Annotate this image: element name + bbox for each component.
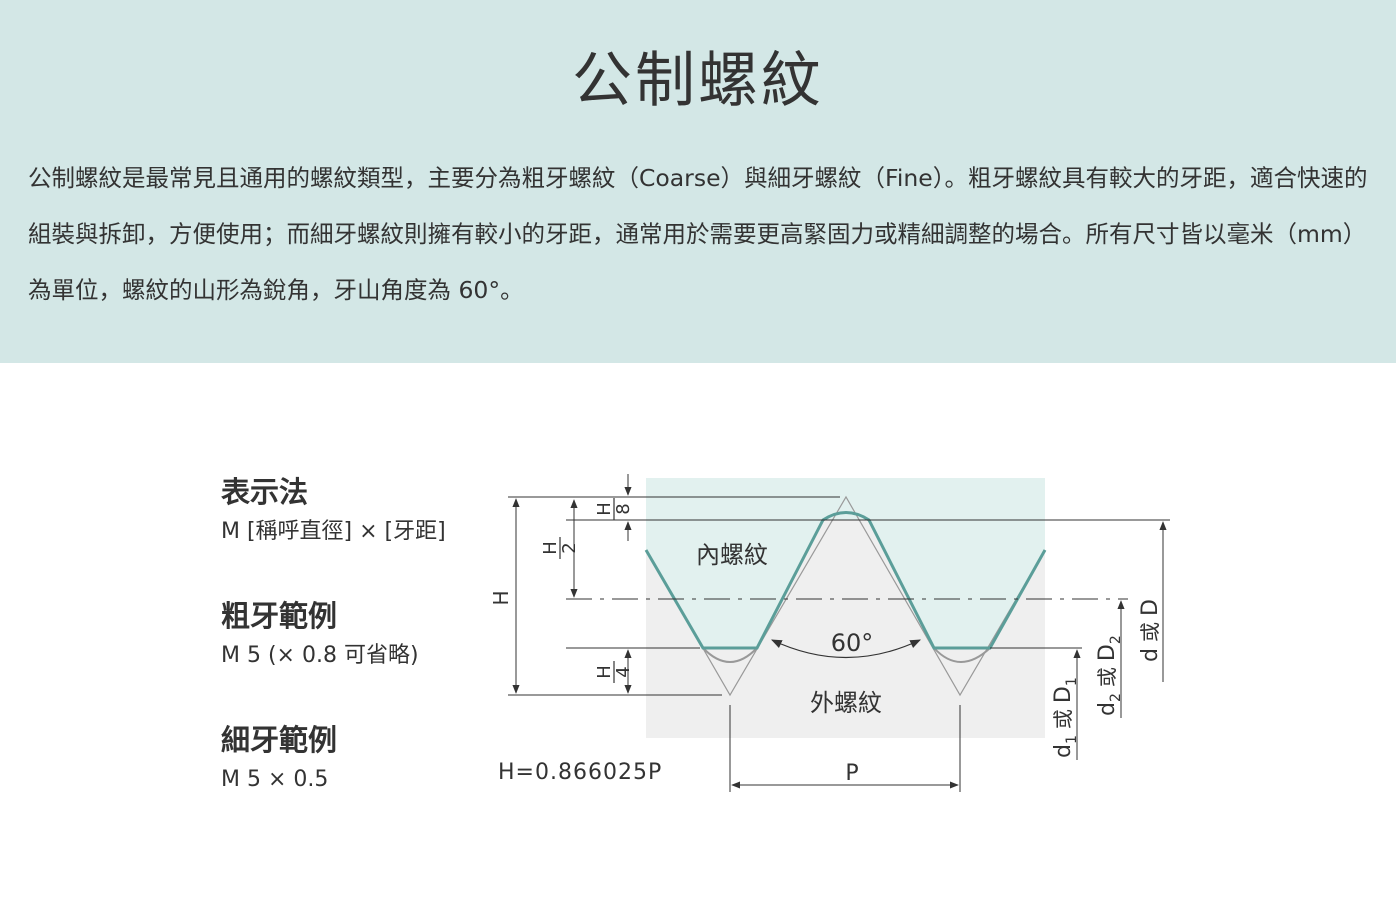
- thread-profile: [644, 511, 1047, 650]
- svg-text:8: 8: [613, 503, 634, 514]
- header-banner: 公制螺紋 公制螺紋是最常見且通用的螺紋類型，主要分為粗牙螺紋（Coarse）與細…: [0, 0, 1396, 363]
- page-title: 公制螺紋: [572, 46, 824, 116]
- svg-text:H: H: [540, 541, 561, 555]
- coarse-value: M 5 (× 0.8 可省略): [221, 643, 419, 668]
- legend-panel: 表示法 M [稱呼直徑] × [牙距] 粗牙範例 M 5 (× 0.8 可省略)…: [221, 470, 491, 842]
- svg-text:2: 2: [559, 542, 580, 553]
- root-arc-left: [702, 647, 758, 663]
- d2-label: d2或D2: [1095, 635, 1124, 716]
- internal-thread-label: 內螺紋: [696, 541, 768, 569]
- h-formula: H=0.866025P: [498, 760, 663, 785]
- d-label: d或D: [1138, 599, 1163, 662]
- coarse-heading: 粗牙範例: [221, 599, 338, 633]
- root-arc-right: [933, 647, 991, 663]
- angle-label: 60°: [831, 629, 874, 657]
- fine-heading: 細牙範例: [221, 723, 338, 757]
- svg-text:H: H: [594, 502, 615, 516]
- h2-label: H 2: [540, 537, 580, 559]
- h4-label: H 4: [594, 661, 634, 683]
- external-region: [646, 520, 1045, 738]
- fine-value: M 5 × 0.5: [221, 767, 329, 792]
- notation-value: M [稱呼直徑] × [牙距]: [221, 519, 446, 544]
- svg-text:H: H: [594, 665, 615, 679]
- angle-arc: [771, 639, 921, 658]
- pitch-label: P: [845, 761, 858, 786]
- svg-text:4: 4: [613, 666, 634, 677]
- intro-paragraph: 公制螺紋是最常見且通用的螺紋類型，主要分為粗牙螺紋（Coarse）與細牙螺紋（F…: [28, 164, 1368, 304]
- h-label: H: [489, 590, 513, 605]
- external-thread-label: 外螺紋: [810, 689, 882, 717]
- notation-heading: 表示法: [221, 475, 309, 509]
- d1-label: d1或D1: [1051, 677, 1080, 758]
- h8-label: H 8: [594, 498, 634, 520]
